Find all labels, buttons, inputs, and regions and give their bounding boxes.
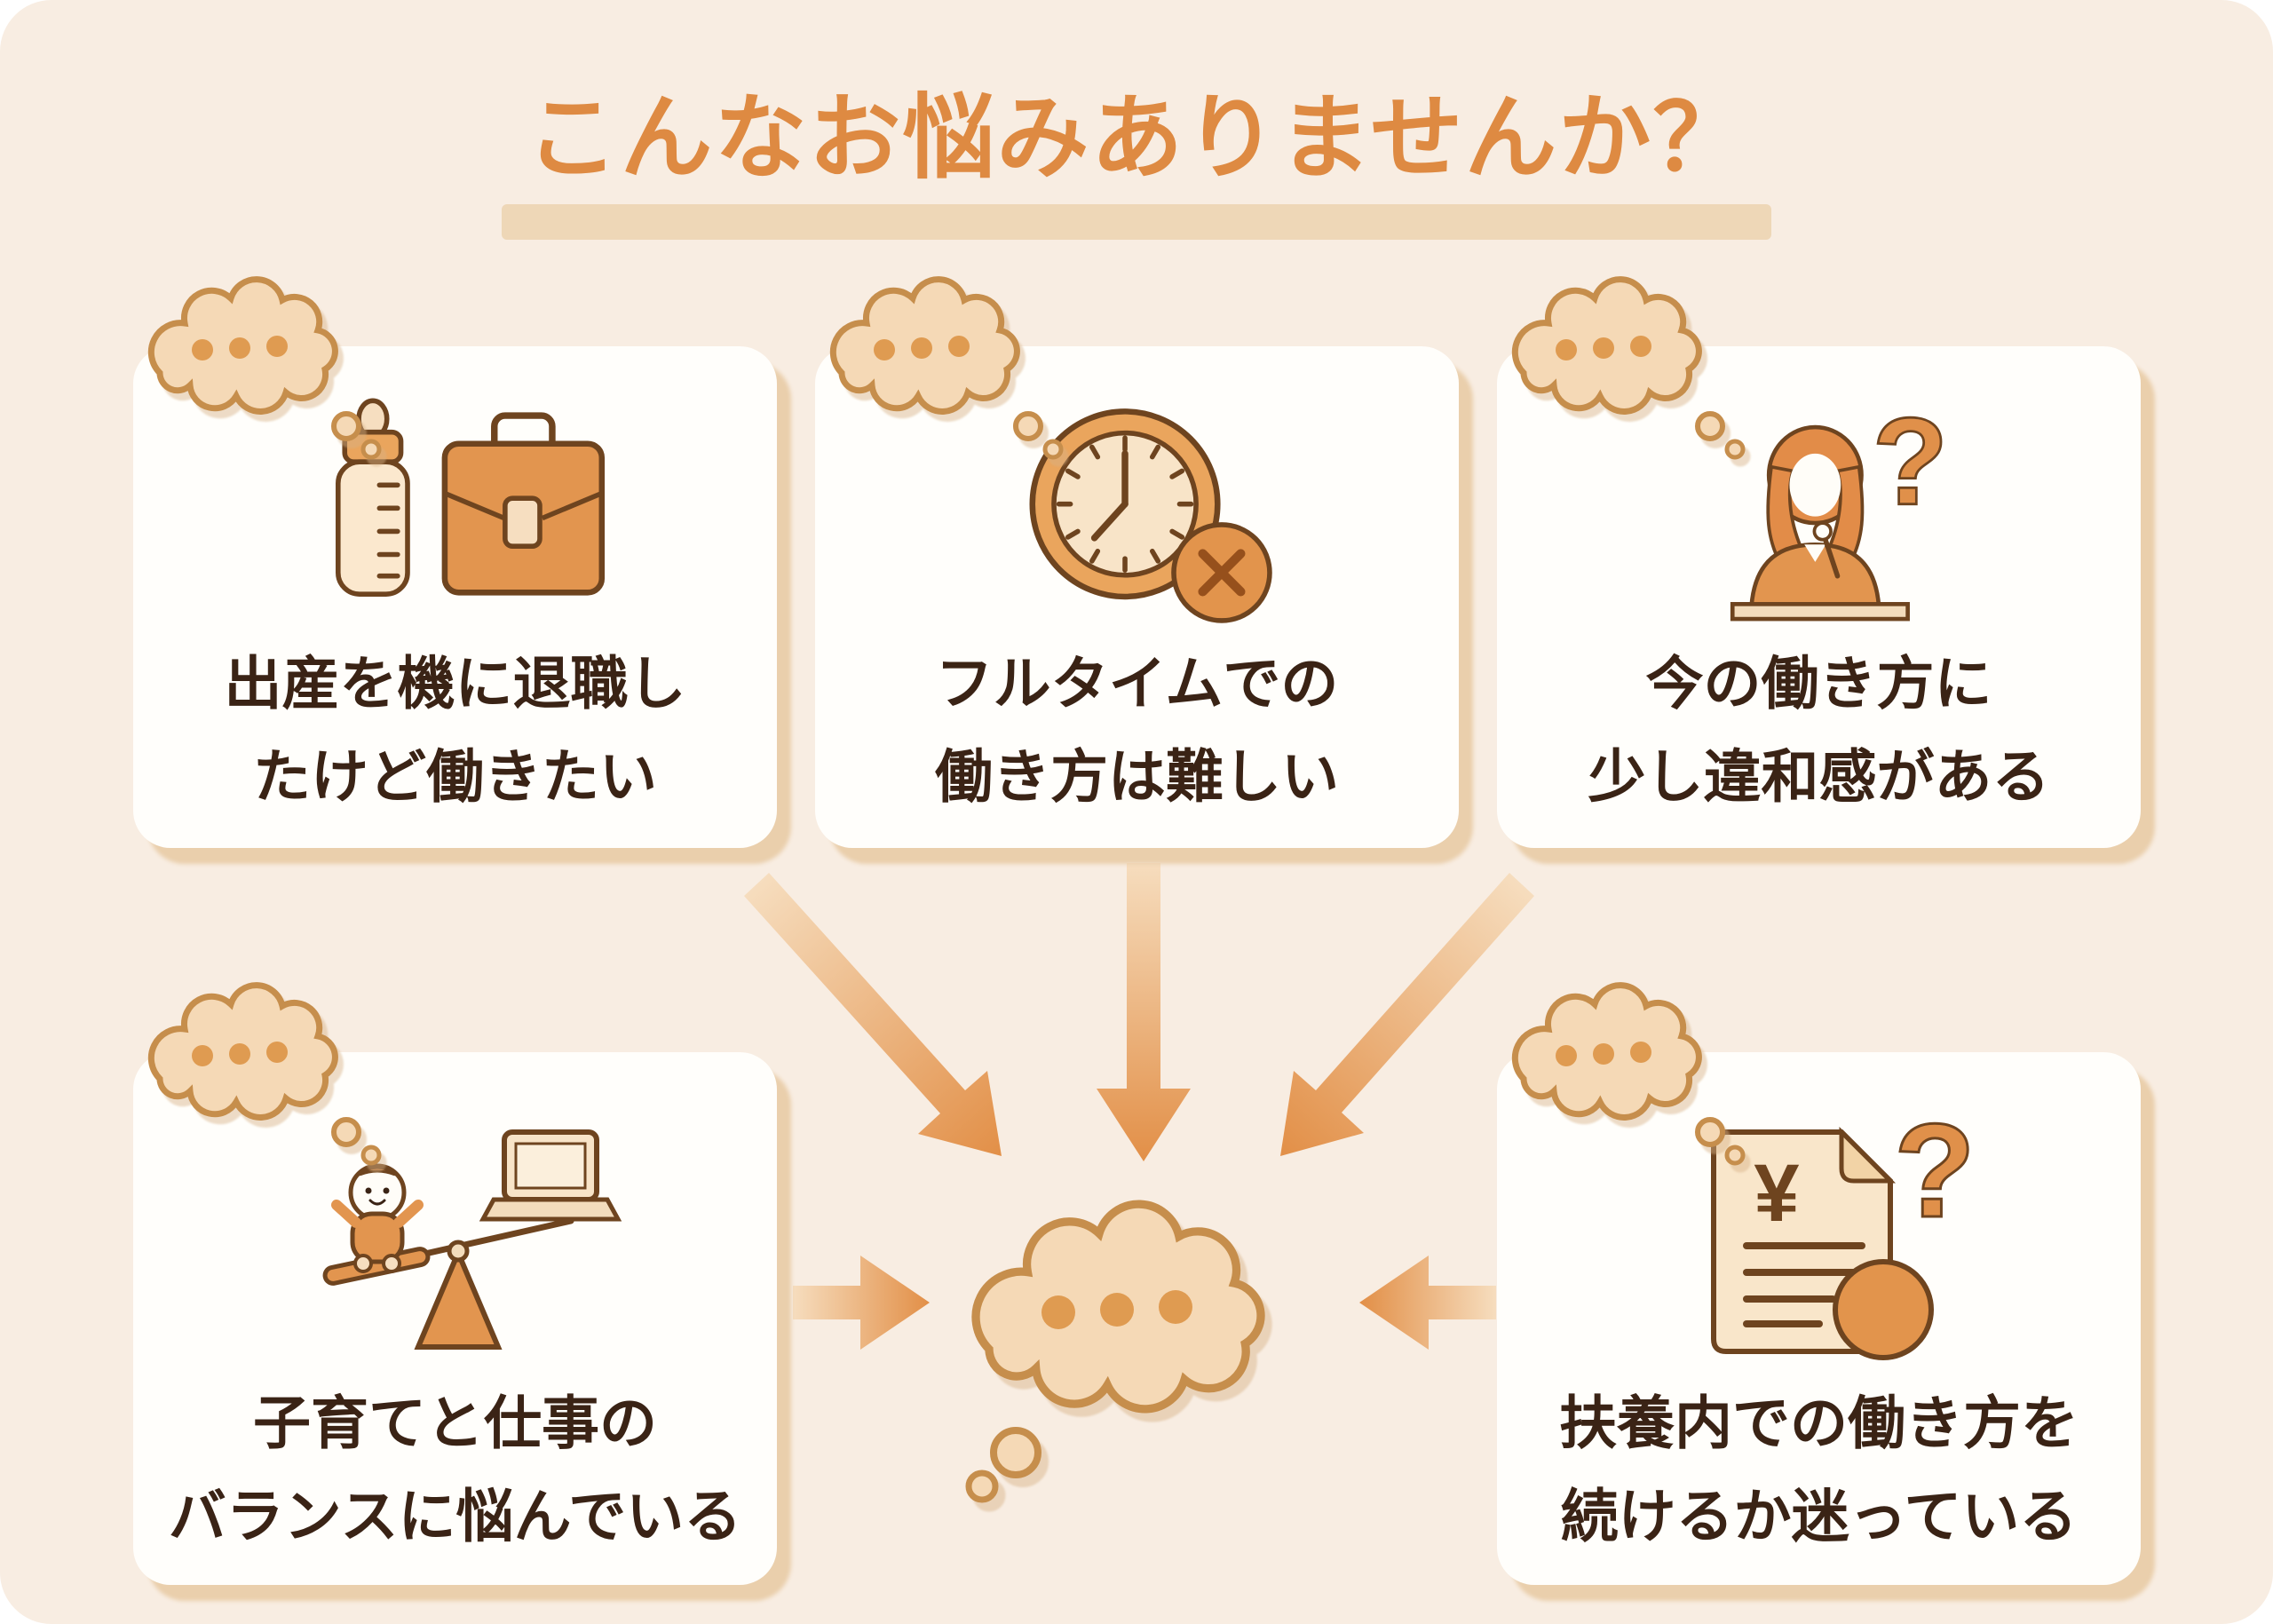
card-text-line: たけど働きたい	[252, 744, 657, 810]
thinking-woman-question-icon: ?	[1651, 391, 1988, 637]
clock-x-icon	[969, 392, 1306, 637]
card-text: 今の働き方に 少し違和感がある	[1588, 637, 2049, 824]
card-text-line: 続けるか迷っている	[1560, 1484, 2078, 1549]
card-text-line: 今の働き方に	[1645, 651, 1992, 716]
arrow-from-card5	[1359, 1256, 1496, 1350]
arrow-from-card4	[793, 1256, 930, 1350]
baby-bottle-briefcase-icon	[287, 392, 624, 637]
title-block: こんなお悩みありませんか？	[0, 69, 2273, 240]
svg-text:?: ?	[1894, 1105, 1976, 1245]
concern-card-dependent-limit-workstyle: ¥ ? 扶養内での働き方を 続けるか迷っている	[1497, 982, 2141, 1585]
card-text: フルタイムでの 働き方は難しい	[935, 637, 1339, 824]
arrow-from-card1	[744, 873, 1002, 1156]
card-text-line: 少し違和感がある	[1588, 744, 2050, 810]
arrow-from-card2	[1097, 863, 1191, 1161]
card-text: 扶養内での働き方を 続けるか迷っている	[1559, 1376, 2079, 1564]
title-underline	[502, 204, 1771, 240]
concern-card-quit-after-childbirth: 出産を機に退職し たけど働きたい	[133, 276, 777, 848]
concern-card-childcare-work-balance: 子育てと仕事の バランスに悩んでいる	[133, 982, 777, 1585]
card-text: 出産を機に退職し たけど働きたい	[224, 637, 685, 824]
svg-text:¥: ¥	[1754, 1148, 1799, 1239]
card-text-line: バランスに悩んでいる	[168, 1484, 742, 1549]
card-text-line: 働き方は難しい	[934, 744, 1339, 810]
card-text-line: 出産を機に退職し	[224, 651, 686, 716]
yen-document-question-icon: ¥ ?	[1642, 1095, 1997, 1376]
card-text: 子育てと仕事の バランスに悩んでいる	[169, 1376, 741, 1564]
card-text-line: 扶養内での働き方を	[1558, 1390, 2079, 1455]
page-title: こんなお悩みありませんか？	[526, 87, 1747, 190]
concern-card-workstyle-discomfort: ? 今の働き方に 少し違和感がある	[1497, 276, 2141, 848]
baby-laptop-seesaw-icon	[278, 1105, 633, 1376]
central-thought-bubble-icon	[965, 1200, 1265, 1503]
svg-text:?: ?	[1872, 392, 1947, 531]
card-text-line: 子育てと仕事の	[252, 1390, 657, 1455]
concern-card-fulltime-difficult: フルタイムでの 働き方は難しい	[815, 276, 1459, 848]
card-text-line: フルタイムでの	[935, 651, 1339, 716]
